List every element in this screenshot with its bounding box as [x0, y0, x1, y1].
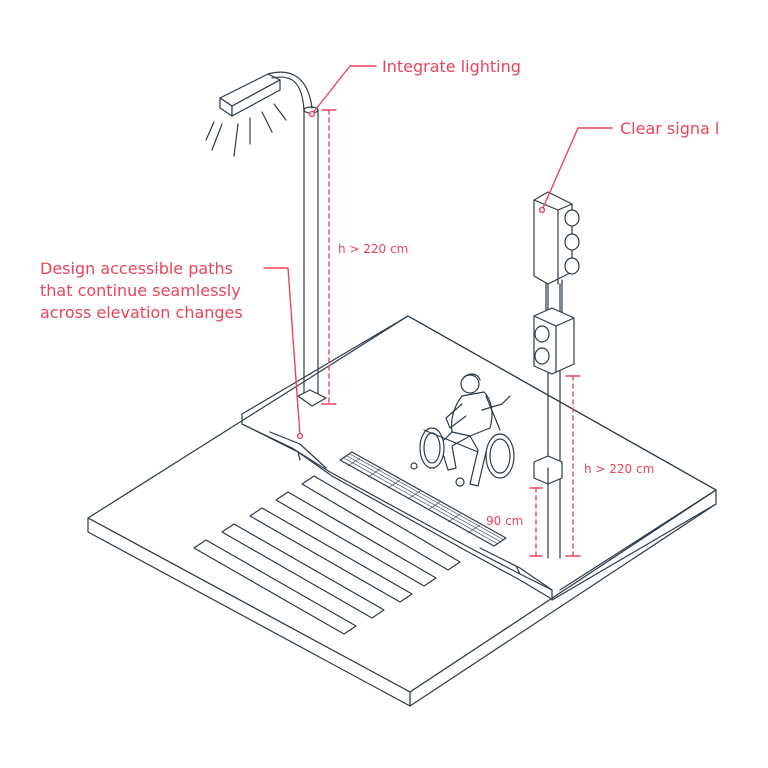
lamp-height-label: h > 220 cm: [338, 242, 409, 256]
paths-callout-line-1: Design accessible paths: [40, 259, 233, 278]
traffic-light-icon: [533, 191, 580, 559]
street-lamp-icon: [205, 71, 327, 407]
paths-leader: [263, 267, 301, 437]
signal-callout: Clear signa l: [620, 119, 720, 138]
curb-ramp: [269, 431, 553, 591]
ground-slab: [87, 315, 717, 707]
button-height-label: 90 cm: [486, 514, 524, 528]
crosswalk-icon: [193, 475, 461, 635]
signal-height-dimension: [565, 375, 581, 557]
lighting-callout: Integrate lighting: [382, 57, 521, 76]
signal-height-label: h > 220 cm: [584, 462, 655, 476]
lighting-leader: [311, 65, 377, 115]
button-height-dimension: [529, 487, 543, 557]
paths-callout-line-2: that continue seamlessly: [40, 281, 241, 300]
paths-callout: Design accessible paths that continue se…: [40, 258, 243, 324]
wheelchair-user-icon: [410, 373, 515, 487]
lamp-height-dimension: [321, 109, 337, 405]
paths-callout-line-3: across elevation changes: [40, 303, 243, 322]
tactile-paving-icon: [339, 451, 507, 547]
signal-leader: [541, 127, 613, 211]
